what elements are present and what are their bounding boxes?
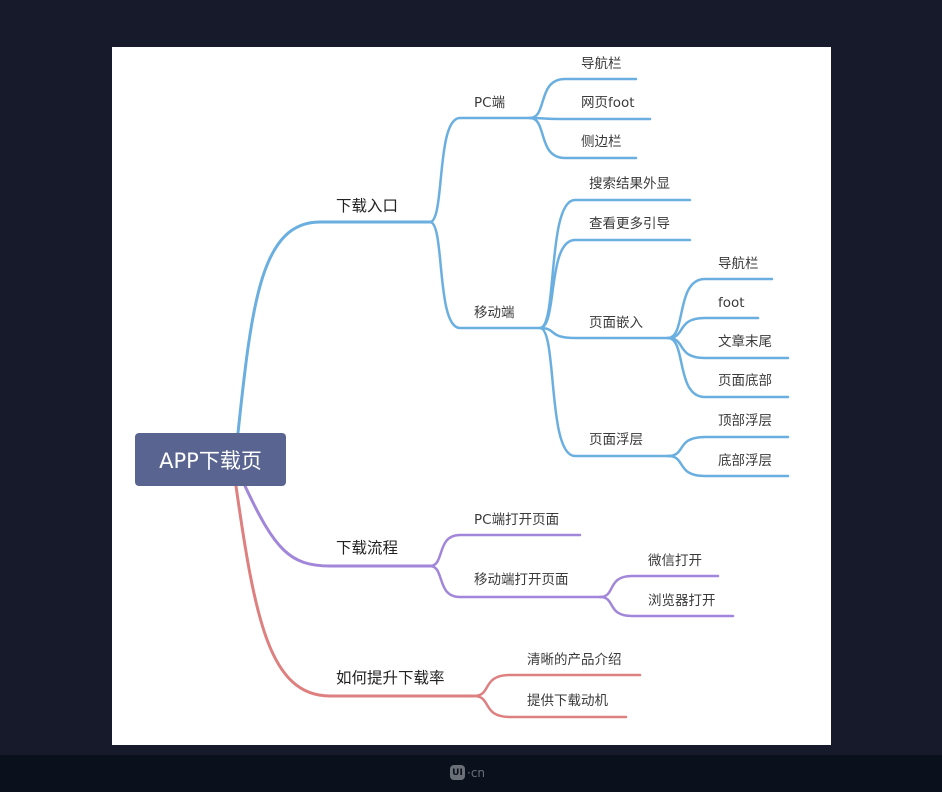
connector-line [234, 484, 476, 698]
connector-line [428, 533, 582, 568]
node-float-bottom[interactable]: 底部浮层 [718, 453, 772, 469]
uicn-logo: UI·cn [450, 765, 485, 780]
node-view-more[interactable]: 查看更多引导 [589, 216, 670, 232]
node-pc[interactable]: PC端 [474, 95, 506, 111]
connector-line [528, 116, 652, 121]
connector-line [528, 116, 638, 160]
connector-line [243, 484, 432, 568]
node-browser-open[interactable]: 浏览器打开 [648, 593, 716, 609]
node-improve-rate[interactable]: 如何提升下载率 [336, 669, 445, 687]
connector-line [666, 316, 760, 340]
logo-text: ·cn [467, 765, 486, 780]
connector-line [666, 454, 790, 478]
connector-line [598, 574, 720, 599]
connector-line [472, 673, 642, 698]
node-product-intro[interactable]: 清晰的产品介绍 [527, 652, 622, 668]
connector-line [428, 564, 602, 599]
root-label: APP下载页 [159, 448, 262, 473]
node-pc-sidebar[interactable]: 侧边栏 [581, 134, 622, 150]
node-page-float[interactable]: 页面浮层 [589, 432, 643, 448]
node-download-motive[interactable]: 提供下载动机 [527, 693, 608, 709]
connector-line [428, 116, 532, 224]
node-embed-foot[interactable]: foot [718, 295, 745, 311]
logo-icon: UI [450, 765, 465, 780]
footer-bar [0, 755, 942, 792]
node-embed-page-bottom[interactable]: 页面底部 [718, 373, 772, 389]
connector-line [528, 77, 638, 120]
connector-line [236, 220, 432, 435]
node-page-embed[interactable]: 页面嵌入 [589, 315, 643, 331]
connector-line [666, 435, 790, 458]
connector-line [428, 220, 542, 330]
connector-line [598, 595, 735, 618]
connector-line [538, 326, 670, 340]
connector-line [472, 694, 628, 719]
root-node[interactable]: APP下载页 [135, 433, 286, 486]
connector-line [666, 277, 774, 340]
node-download-flow[interactable]: 下载流程 [336, 539, 399, 557]
node-mobile-open[interactable]: 移动端打开页面 [474, 572, 569, 588]
node-mobile[interactable]: 移动端 [474, 305, 515, 321]
node-wechat-open[interactable]: 微信打开 [648, 553, 702, 569]
connector-line [666, 336, 790, 399]
node-embed-article-end[interactable]: 文章末尾 [718, 334, 772, 350]
connector-line [538, 326, 670, 458]
node-pc-foot[interactable]: 网页foot [581, 95, 635, 111]
node-download-entry[interactable]: 下载入口 [336, 197, 399, 215]
connector-line [538, 238, 692, 330]
node-pc-navbar[interactable]: 导航栏 [581, 56, 622, 72]
node-search-results[interactable]: 搜索结果外显 [589, 176, 670, 192]
node-embed-navbar[interactable]: 导航栏 [718, 256, 759, 272]
node-pc-open[interactable]: PC端打开页面 [474, 512, 560, 528]
node-float-top[interactable]: 顶部浮层 [718, 413, 772, 429]
